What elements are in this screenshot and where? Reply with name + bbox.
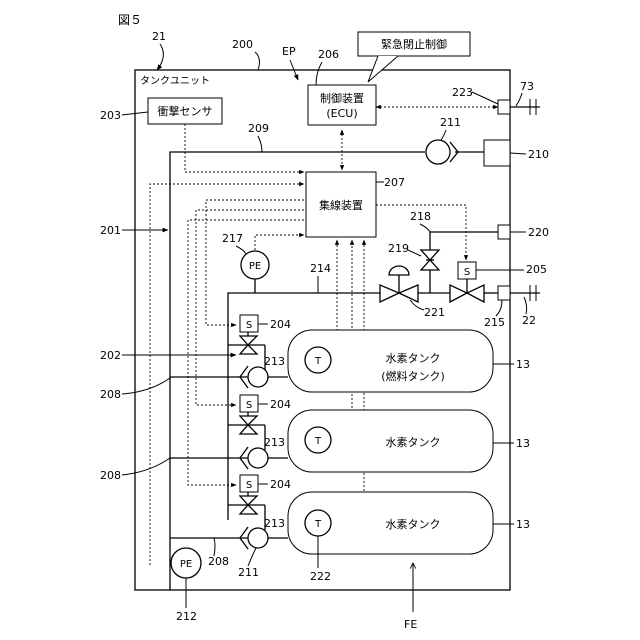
pe-212-label: PE (180, 559, 192, 570)
leader-21 (157, 44, 163, 70)
ref-218: 218 (410, 210, 431, 223)
ref-EP: EP (282, 45, 296, 58)
svg-text:S: S (246, 400, 252, 411)
check-valve-213-b (248, 448, 268, 468)
ref-212: 212 (176, 610, 197, 623)
t1-label: T (314, 356, 322, 367)
sensor-to-hub (185, 124, 304, 172)
ref-206: 206 (318, 48, 339, 61)
emergency-shutoff-text: 緊急閉止制御 (381, 37, 447, 51)
leader-200 (255, 52, 259, 70)
controller-ecu-label: (ECU) (326, 107, 357, 120)
tank-unit-label: タンクユニット (140, 75, 210, 87)
figure-title: 図５ (118, 13, 142, 27)
ref-201: 201 (100, 224, 121, 237)
ref-215: 215 (484, 316, 505, 329)
ref-221: 221 (424, 306, 445, 319)
tank2-label: 水素タンク (386, 436, 441, 449)
solenoid-valve-204-b (240, 416, 257, 425)
solenoid-valve-205 (450, 285, 467, 302)
ref-202: 202 (100, 349, 121, 362)
solenoid-valve-204-c (240, 496, 257, 505)
ref-209: 209 (248, 122, 269, 135)
ref-22: 22 (522, 314, 536, 327)
ref-214: 214 (310, 262, 331, 275)
ref-208-a: 208 (100, 388, 121, 401)
ref-208-c: 208 (208, 555, 229, 568)
manual-valve-221 (380, 285, 399, 302)
connector-215 (498, 286, 510, 300)
ref-73: 73 (520, 80, 534, 93)
check-valve-211 (426, 140, 450, 164)
ref-208-b: 208 (100, 469, 121, 482)
shock-sensor-label: 衝撃センサ (158, 104, 213, 118)
ref-213-a: 213 (264, 355, 285, 368)
ref-203: 203 (100, 109, 121, 122)
ref-220: 220 (528, 226, 549, 239)
ref-222: 222 (310, 570, 331, 583)
hub-label: 集線装置 (319, 198, 363, 212)
ref-204-b: 204 (270, 398, 291, 411)
callout-pointer (368, 56, 398, 82)
controller-label: 制御装置 (320, 91, 364, 105)
ref-21: 21 (152, 30, 166, 43)
ref-204-a: 204 (270, 318, 291, 331)
connector-220 (498, 225, 510, 239)
s-205-label: S (464, 267, 470, 278)
ref-204-c: 204 (270, 478, 291, 491)
receptacle-210 (484, 140, 510, 166)
ref-213-c: 213 (264, 517, 285, 530)
check-valve-213-c (248, 528, 268, 548)
pe217-to-hub (255, 235, 304, 250)
ref-213-b: 213 (264, 436, 285, 449)
pe-217-label: PE (249, 261, 261, 272)
t3-label: T (314, 519, 322, 530)
tank3-label: 水素タンク (386, 518, 441, 531)
svg-text:S: S (246, 480, 252, 491)
connector-223 (498, 100, 510, 114)
ref-205: 205 (526, 263, 547, 276)
ref-223: 223 (452, 86, 473, 99)
ref-219: 219 (388, 242, 409, 255)
ref-13-a: 13 (516, 358, 530, 371)
ref-210: 210 (528, 148, 549, 161)
tank1-label: 水素タンク (386, 352, 441, 365)
t2-label: T (314, 436, 322, 447)
tank1-sublabel: (燃料タンク) (381, 369, 445, 383)
ref-217: 217 (222, 232, 243, 245)
ref-211-top: 211 (440, 116, 461, 129)
valve-221-actuator (389, 266, 409, 275)
ref-13-c: 13 (516, 518, 530, 531)
ref-211-bottom: 211 (238, 566, 259, 579)
leader-206 (316, 62, 322, 85)
ref-207: 207 (384, 176, 405, 189)
svg-text:S: S (246, 320, 252, 331)
ref-200: 200 (232, 38, 253, 51)
valve-219 (421, 250, 439, 260)
ref-FE: FE (404, 618, 417, 631)
solenoid-valve-204-a (240, 336, 257, 345)
ref-13-b: 13 (516, 437, 530, 450)
